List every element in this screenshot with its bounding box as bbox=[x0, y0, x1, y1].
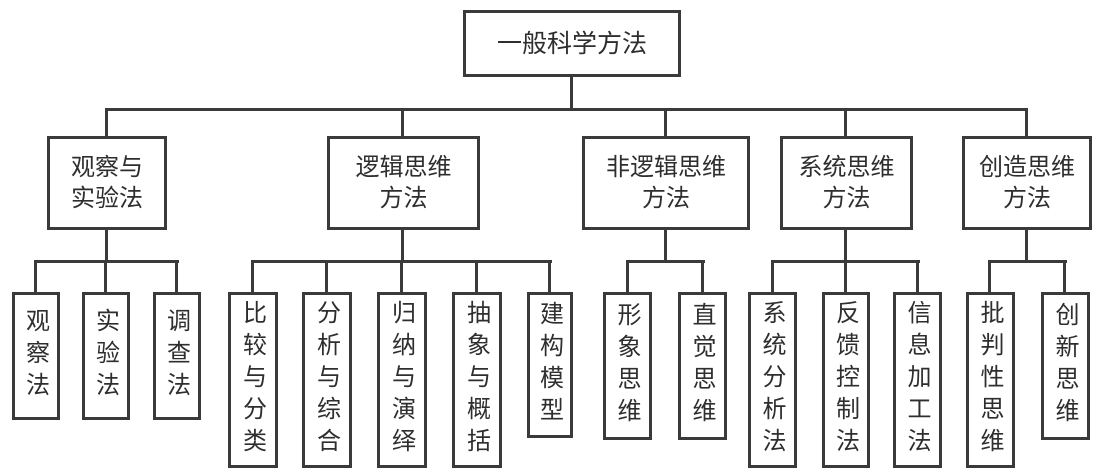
connector-root-drop bbox=[570, 77, 573, 110]
connector-leaf-drop bbox=[325, 260, 328, 292]
node-logical-thinking: 逻辑思维 方法 bbox=[327, 136, 480, 230]
connector-branch-drop bbox=[844, 108, 847, 136]
leaf-imagery-thinking-label: 形象思维 bbox=[613, 302, 641, 430]
connector-leaf-drop bbox=[34, 260, 37, 292]
connector-group-bus bbox=[626, 260, 705, 263]
node-observation-experiment-label: 观察与 实验法 bbox=[71, 153, 143, 212]
leaf-compare-classify-label: 比较与分类 bbox=[238, 300, 267, 460]
connector-branch-down bbox=[401, 229, 404, 263]
leaf-information-processing-label: 信息加工法 bbox=[903, 300, 931, 460]
leaf-systems-analysis-label: 系统分析法 bbox=[758, 300, 786, 460]
leaf-abstraction-generalization: 抽象与概括 bbox=[452, 292, 502, 468]
connector-branch-drop bbox=[1025, 108, 1028, 136]
node-creative-thinking: 创造思维 方法 bbox=[962, 136, 1092, 230]
node-nonlogical-thinking: 非逻辑思维 方法 bbox=[582, 136, 750, 230]
leaf-critical-thinking: 批判性思维 bbox=[966, 292, 1015, 468]
node-root: 一般科学方法 bbox=[463, 10, 681, 77]
connector-branch-drop bbox=[664, 108, 667, 136]
connector-leaf-drop bbox=[626, 260, 629, 292]
leaf-survey: 调查法 bbox=[153, 292, 201, 420]
leaf-imagery-thinking: 形象思维 bbox=[603, 292, 652, 440]
leaf-survey-label: 调查法 bbox=[162, 308, 191, 404]
connector-leaf-drop bbox=[916, 260, 919, 292]
connector-leaf-drop bbox=[475, 260, 478, 292]
leaf-model-construction-label: 建构模型 bbox=[535, 301, 564, 429]
node-nonlogical-thinking-label: 非逻辑思维 方法 bbox=[606, 153, 726, 212]
connector-group-bus bbox=[988, 260, 1067, 263]
connector-branch-drop bbox=[401, 108, 404, 136]
leaf-innovative-thinking-label: 创新思维 bbox=[1051, 302, 1079, 430]
leaf-intuitive-thinking: 直觉思维 bbox=[678, 292, 727, 440]
connector-leaf-drop bbox=[771, 260, 774, 292]
connector-leaf-drop bbox=[175, 260, 178, 292]
node-observation-experiment: 观察与 实验法 bbox=[47, 136, 167, 230]
connector-leaf-drop bbox=[400, 260, 403, 292]
node-logical-thinking-label: 逻辑思维 方法 bbox=[355, 153, 452, 212]
leaf-analyze-synthesize-label: 分析与综合 bbox=[312, 300, 341, 460]
node-creative-thinking-label: 创造思维 方法 bbox=[979, 153, 1075, 212]
leaf-critical-thinking-label: 批判性思维 bbox=[976, 300, 1004, 460]
connector-leaf-drop bbox=[1063, 260, 1066, 292]
node-systems-thinking: 系统思维 方法 bbox=[780, 136, 913, 230]
leaf-experiment-label: 实验法 bbox=[91, 308, 120, 404]
leaf-induction-deduction-label: 归纳与演绎 bbox=[387, 300, 416, 460]
connector-branch-down bbox=[664, 229, 667, 263]
leaf-abstraction-generalization-label: 抽象与概括 bbox=[462, 300, 491, 460]
leaf-feedback-control-label: 反馈控制法 bbox=[831, 300, 860, 460]
leaf-model-construction: 建构模型 bbox=[527, 292, 573, 438]
connector-leaf-drop bbox=[701, 260, 704, 292]
connector-top-bus bbox=[105, 108, 1028, 111]
leaf-induction-deduction: 归纳与演绎 bbox=[377, 292, 427, 468]
connector-branch-down bbox=[844, 229, 847, 263]
leaf-analyze-synthesize: 分析与综合 bbox=[302, 292, 352, 468]
leaf-observation: 观察法 bbox=[12, 292, 60, 420]
connector-leaf-drop bbox=[548, 260, 551, 292]
node-root-label: 一般科学方法 bbox=[496, 28, 647, 58]
connector-leaf-drop bbox=[251, 260, 254, 292]
leaf-intuitive-thinking-label: 直觉思维 bbox=[688, 302, 716, 430]
leaf-innovative-thinking: 创新思维 bbox=[1041, 292, 1090, 440]
connector-leaf-drop bbox=[104, 260, 107, 292]
leaf-systems-analysis: 系统分析法 bbox=[748, 292, 797, 468]
connector-leaf-drop bbox=[988, 260, 991, 292]
node-systems-thinking-label: 系统思维 方法 bbox=[798, 153, 895, 212]
connector-leaf-drop bbox=[844, 260, 847, 292]
leaf-feedback-control: 反馈控制法 bbox=[822, 292, 870, 468]
connector-branch-drop bbox=[105, 108, 108, 136]
leaf-information-processing: 信息加工法 bbox=[893, 292, 942, 468]
leaf-observation-label: 观察法 bbox=[21, 308, 50, 404]
connector-branch-down bbox=[105, 229, 108, 263]
connector-branch-down bbox=[1025, 229, 1028, 263]
leaf-compare-classify: 比较与分类 bbox=[228, 292, 278, 468]
leaf-experiment: 实验法 bbox=[82, 292, 130, 420]
